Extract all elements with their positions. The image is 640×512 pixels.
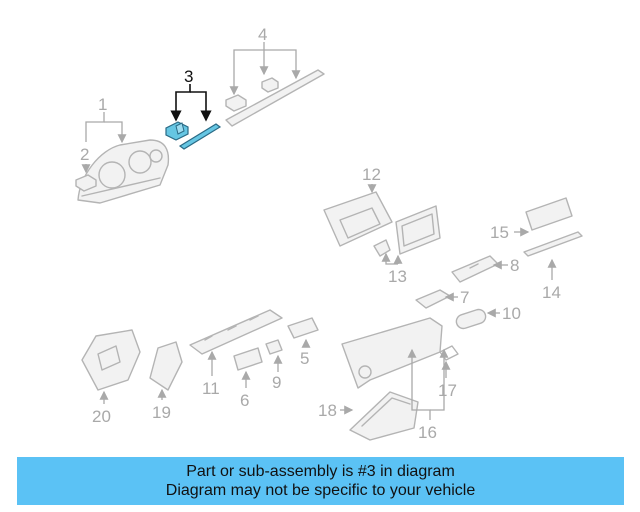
callout-11[interactable]: 11 [202, 379, 220, 398]
part-1-cluster-bezel[interactable] [77, 139, 170, 204]
part-13-display-frame[interactable] [373, 205, 441, 257]
callout-7[interactable]: 7 [460, 288, 469, 307]
callout-18[interactable]: 18 [318, 401, 337, 420]
info-banner: Part or sub-assembly is #3 in diagram Di… [17, 457, 624, 505]
part-17-bracket[interactable] [439, 345, 459, 361]
callout-6[interactable]: 6 [240, 391, 249, 410]
part-14-panel[interactable] [523, 231, 583, 257]
callout-3[interactable]: 3 [184, 67, 193, 86]
part-11-bracket[interactable] [189, 309, 283, 355]
banner-line-part: Part or sub-assembly is #3 in diagram [186, 463, 455, 480]
part-6-cover[interactable] [233, 347, 263, 371]
callout-12[interactable]: 12 [362, 165, 381, 184]
callout-16[interactable]: 16 [418, 423, 437, 442]
part-15-panel[interactable] [525, 197, 573, 231]
part-2-clip[interactable] [75, 174, 97, 192]
part-18-box[interactable] [349, 391, 419, 441]
part-16-lower-panel[interactable] [341, 317, 443, 389]
callout-1[interactable]: 1 [98, 95, 107, 114]
callout-17[interactable]: 17 [438, 381, 457, 400]
callout-20[interactable]: 20 [92, 407, 111, 426]
callout-19[interactable]: 19 [152, 403, 171, 422]
part-19-cover[interactable] [149, 341, 183, 391]
callout-10[interactable]: 10 [502, 304, 521, 323]
callout-4[interactable]: 4 [258, 25, 267, 44]
part-3-highlighted[interactable] [165, 121, 222, 150]
part-4-trim-strip[interactable] [225, 69, 325, 127]
callout-9[interactable]: 9 [272, 373, 281, 392]
callout-15[interactable]: 15 [490, 223, 509, 242]
callout-5[interactable]: 5 [300, 349, 309, 368]
callout-13[interactable]: 13 [388, 267, 407, 286]
callout-14[interactable]: 14 [542, 283, 561, 302]
leader-lines [81, 42, 557, 420]
part-5-panel[interactable] [287, 317, 319, 339]
part-7-button[interactable] [415, 289, 451, 309]
part-10-lens[interactable] [455, 308, 488, 331]
part-9-switch[interactable] [265, 339, 283, 355]
callout-2[interactable]: 2 [80, 145, 89, 164]
callout-8[interactable]: 8 [510, 256, 519, 275]
part-8-switch-panel[interactable] [451, 255, 499, 283]
parts-diagram: 1 2 3 4 5 6 7 8 9 10 11 12 13 14 15 16 1… [75, 25, 583, 442]
banner-line-disclaimer: Diagram may not be specific to your vehi… [165, 482, 476, 499]
part-20-panel[interactable] [81, 329, 141, 391]
part-12-center-bezel[interactable] [323, 191, 393, 247]
